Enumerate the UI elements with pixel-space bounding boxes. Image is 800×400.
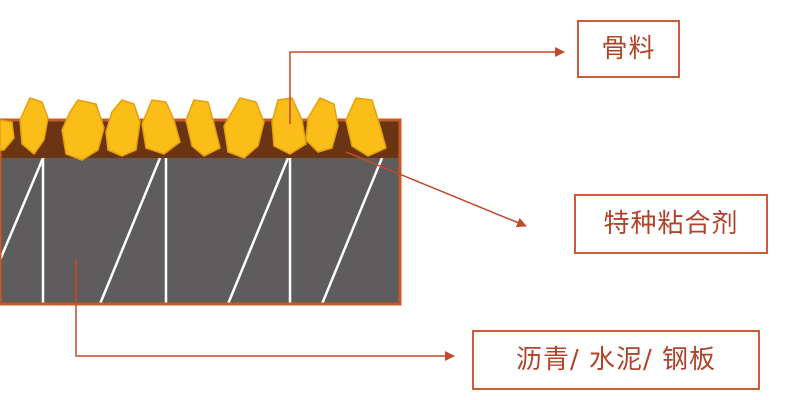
- base-layer-label: 沥青/ 水泥/ 钢板: [472, 330, 760, 390]
- aggregate-stone: [19, 97, 49, 156]
- aggregate-stone: [185, 99, 221, 157]
- leader-arrows: [75, 47, 565, 361]
- base-leader-arrow: [75, 258, 455, 361]
- aggregate-label: 骨料: [577, 20, 680, 78]
- aggregate-stone: [305, 97, 339, 153]
- aggregate-stone: [141, 99, 181, 155]
- aggregate-stone: [271, 97, 307, 155]
- base-texture-lines: [0, 157, 384, 305]
- aggregate-stone: [105, 99, 141, 157]
- aggregate-stones: [0, 97, 387, 161]
- aggregate-stone: [0, 119, 15, 151]
- binder-leader-arrow: [345, 151, 527, 228]
- aggregate-stone: [61, 99, 105, 161]
- binder-label: 特种粘合剂: [574, 194, 768, 254]
- aggregate-stone: [223, 97, 265, 159]
- base-layer: [0, 158, 400, 304]
- aggregate-stone: [345, 97, 387, 157]
- aggregate-leader-arrow: [289, 47, 565, 124]
